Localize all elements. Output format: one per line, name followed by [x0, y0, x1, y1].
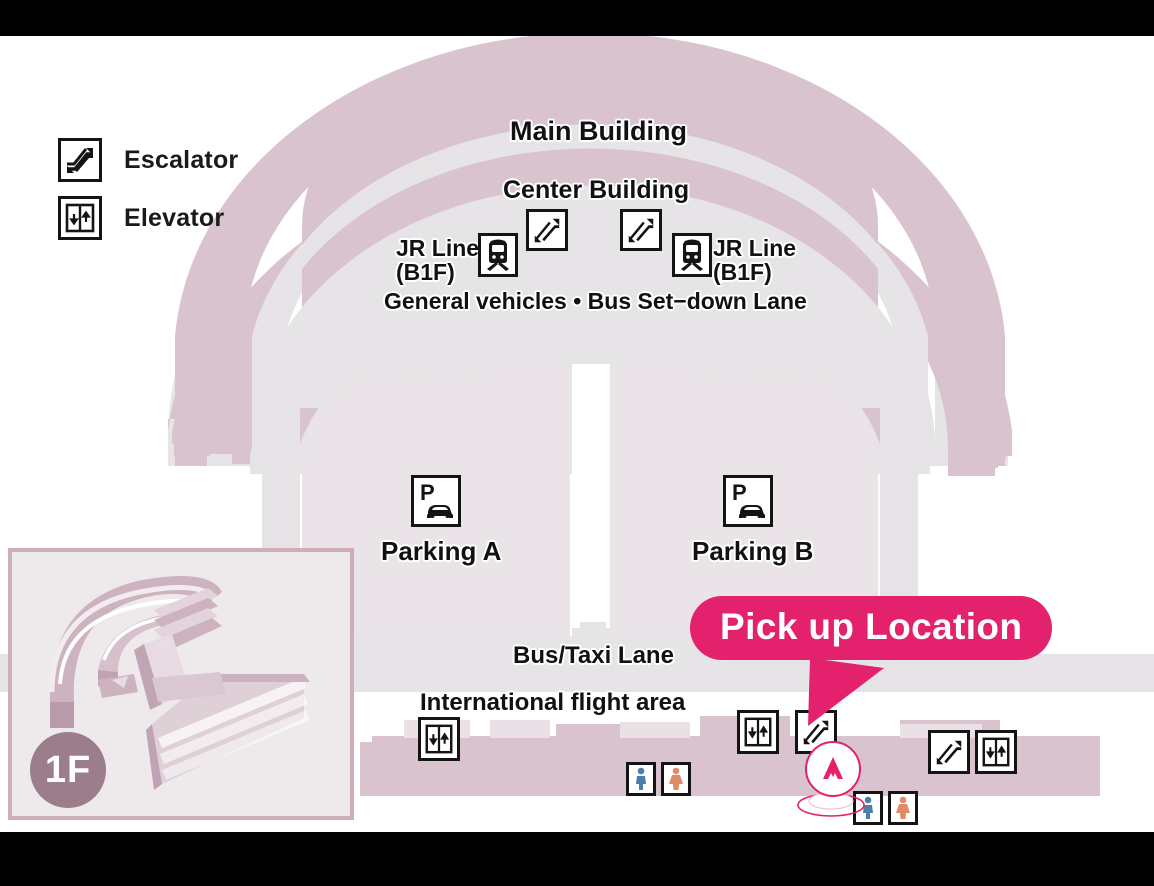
elevator-icon[interactable] [418, 717, 460, 761]
jr-line-right-floor: (B1F) [713, 259, 772, 286]
jr-line-left-text: JR Line [396, 235, 480, 261]
pick-up-location-callout[interactable]: Pick up Location [690, 596, 1053, 726]
map-legend: Escalator Elevator [58, 134, 238, 250]
elevator-icon[interactable] [975, 730, 1017, 774]
label-main-building: Main Building [510, 116, 687, 146]
floor-badge: 1F [30, 732, 106, 808]
svg-text:P: P [420, 480, 435, 505]
jr-line-right-text: JR Line [713, 235, 797, 261]
jr-train-icon[interactable] [478, 233, 518, 277]
legend-item-elevator: Elevator [58, 192, 238, 244]
label-international-flight-area: International flight area [420, 689, 686, 716]
label-jr-line-right: JR Line (B1F) [713, 236, 796, 284]
label-parking-b: Parking B [692, 536, 814, 566]
restroom-male-icon[interactable] [853, 791, 883, 825]
label-bus-taxi-lane: Bus/Taxi Lane [513, 642, 674, 669]
elevator-icon [58, 196, 102, 240]
label-parking-a: Parking A [381, 536, 502, 566]
parking-car-icon[interactable]: P [411, 475, 461, 527]
escalator-icon[interactable] [620, 209, 662, 251]
map-graphics [0, 36, 1154, 832]
label-jr-line-left: JR Line (B1F) [396, 236, 479, 284]
floor-overview-inset[interactable]: 1F [8, 548, 354, 820]
restroom-female-icon[interactable] [661, 762, 691, 796]
terminal-map-canvas[interactable]: Escalator Elevator Main Building Center … [0, 36, 1154, 832]
svg-text:P: P [732, 480, 747, 505]
jr-line-left-floor: (B1F) [396, 259, 455, 286]
parking-car-icon[interactable]: P [723, 475, 773, 527]
elevator-icon[interactable] [737, 710, 779, 754]
jr-train-icon[interactable] [672, 233, 712, 277]
label-center-building: Center Building [503, 176, 690, 204]
escalator-icon [58, 138, 102, 182]
restroom-female-icon[interactable] [888, 791, 918, 825]
pin-disc [805, 741, 861, 797]
callout-tail [808, 658, 884, 726]
legend-item-escalator: Escalator [58, 134, 238, 186]
escalator-icon[interactable] [526, 209, 568, 251]
pickup-location-pin-icon[interactable] [797, 741, 867, 817]
restroom-male-icon[interactable] [626, 762, 656, 796]
legend-label-escalator: Escalator [124, 145, 239, 174]
label-set-down-lane: General vehicles • Bus Set−down Lane [384, 288, 807, 314]
legend-label-elevator: Elevator [124, 203, 225, 232]
pick-up-location-label: Pick up Location [690, 596, 1053, 660]
escalator-icon[interactable] [928, 730, 970, 774]
